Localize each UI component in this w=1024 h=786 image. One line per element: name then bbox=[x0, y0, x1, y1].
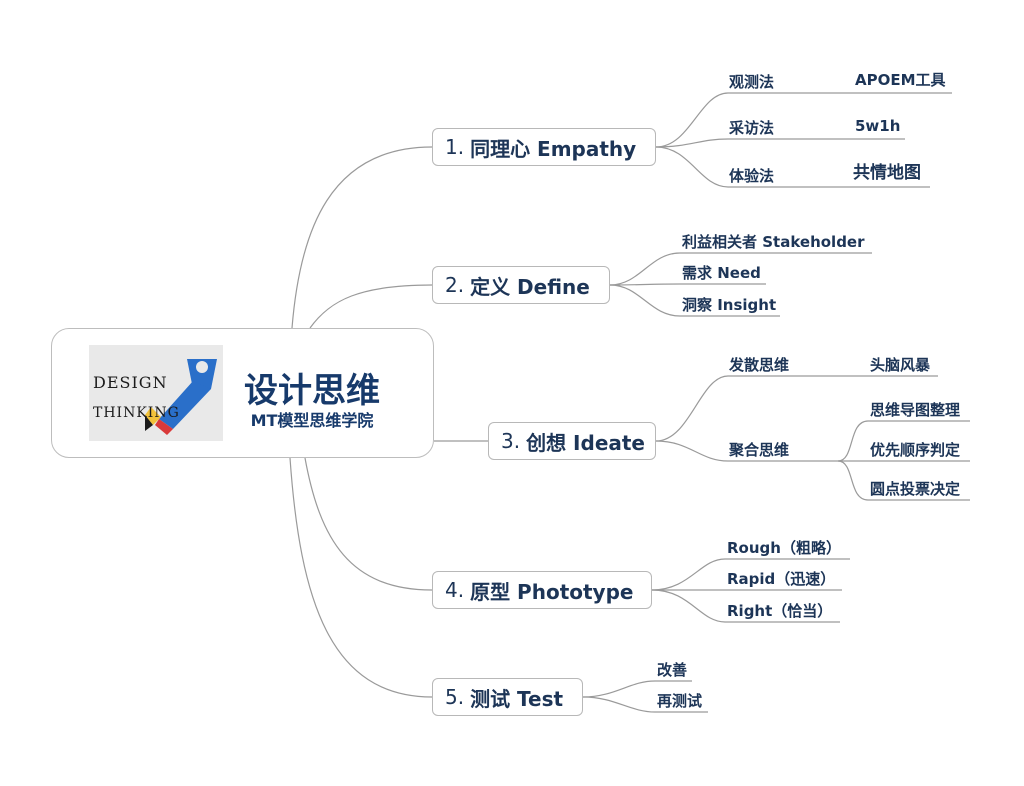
leaf-apoem-tool[interactable]: APOEM工具 bbox=[855, 71, 946, 89]
leaf-insight[interactable]: 洞察 Insight bbox=[682, 296, 777, 314]
connector-b1-c1 bbox=[655, 92, 838, 148]
logo-word-design: DESIGN bbox=[93, 373, 168, 392]
leaf-convergent-thinking[interactable]: 聚合思维 bbox=[729, 441, 790, 459]
connector-root-branch-5 bbox=[289, 457, 433, 698]
leaf-interview[interactable]: 采访法 bbox=[729, 119, 775, 137]
branch-number: 3. bbox=[501, 429, 521, 453]
branch-number: 4. bbox=[445, 578, 465, 602]
leaf-divergent-thinking[interactable]: 发散思维 bbox=[729, 356, 790, 374]
leaf-right[interactable]: Right（恰当） bbox=[727, 602, 833, 620]
connector-root-branch-2 bbox=[309, 284, 433, 329]
leaf-mindmap-organize[interactable]: 思维导图整理 bbox=[870, 401, 961, 419]
connector-root-branch-1 bbox=[291, 146, 433, 329]
branch-number: 2. bbox=[445, 273, 465, 297]
connector-b2-c2 bbox=[609, 283, 766, 286]
branch-title: 创想 Ideate bbox=[526, 430, 645, 455]
leaf-observation[interactable]: 观测法 bbox=[729, 73, 775, 91]
pencil-icon bbox=[145, 359, 217, 435]
connector-b1-c3 bbox=[655, 146, 838, 188]
connector-b5-c2 bbox=[582, 696, 708, 713]
branch-node-test[interactable]: 5. 测试 Test bbox=[432, 678, 583, 716]
root-node[interactable]: DESIGN THINKING 设计思维 MT模型思维学院 bbox=[51, 328, 434, 458]
connector-b3-c2 bbox=[655, 440, 838, 462]
branch-node-define[interactable]: 2. 定义 Define bbox=[432, 266, 610, 304]
leaf-rapid[interactable]: Rapid（迅速） bbox=[727, 570, 836, 588]
leaf-experience[interactable]: 体验法 bbox=[729, 167, 775, 185]
connector-b3-c1 bbox=[655, 375, 838, 442]
leaf-rough[interactable]: Rough（粗略） bbox=[727, 539, 841, 557]
connector-b2-c1 bbox=[609, 252, 872, 286]
connector-b1-c2 bbox=[655, 138, 838, 148]
branch-title: 定义 Define bbox=[470, 274, 590, 299]
connector-b4-c1 bbox=[651, 558, 850, 591]
leaf-priority-judge[interactable]: 优先顺序判定 bbox=[870, 441, 961, 459]
leaf-improve[interactable]: 改善 bbox=[657, 661, 688, 679]
branch-title: 同理心 Empathy bbox=[470, 136, 637, 161]
connector-b5-c1 bbox=[582, 680, 692, 698]
branch-number: 5. bbox=[445, 685, 465, 709]
root-title: 设计思维 bbox=[244, 371, 380, 411]
connector-b3-c2-g3 bbox=[837, 460, 970, 501]
branch-node-prototype[interactable]: 4. 原型 Phototype bbox=[432, 571, 652, 609]
root-subtitle: MT模型思维学院 bbox=[250, 411, 374, 430]
leaf-5w1h[interactable]: 5w1h bbox=[855, 117, 901, 135]
leaf-stakeholder[interactable]: 利益相关者 Stakeholder bbox=[682, 233, 865, 251]
leaf-empathy-map[interactable]: 共情地图 bbox=[853, 163, 921, 183]
branch-node-ideate[interactable]: 3. 创想 Ideate bbox=[488, 422, 656, 460]
branch-node-empathy[interactable]: 1. 同理心 Empathy bbox=[432, 128, 656, 166]
branch-title: 测试 Test bbox=[470, 686, 564, 711]
leaf-dot-vote[interactable]: 圆点投票决定 bbox=[870, 480, 961, 498]
branch-title: 原型 Phototype bbox=[470, 579, 634, 604]
connector-b2-c3 bbox=[609, 284, 780, 317]
leaf-retest[interactable]: 再测试 bbox=[657, 692, 703, 710]
connector-root-branch-4 bbox=[304, 457, 433, 591]
design-thinking-logo: DESIGN THINKING bbox=[89, 345, 223, 441]
logo-word-thinking: THINKING bbox=[93, 405, 180, 421]
branch-number: 1. bbox=[445, 135, 465, 159]
connector-b3-c2-g1 bbox=[837, 420, 970, 462]
leaf-need[interactable]: 需求 Need bbox=[682, 264, 761, 282]
connector-b4-c3 bbox=[651, 589, 840, 623]
leaf-brainstorm[interactable]: 头脑风暴 bbox=[870, 356, 931, 374]
